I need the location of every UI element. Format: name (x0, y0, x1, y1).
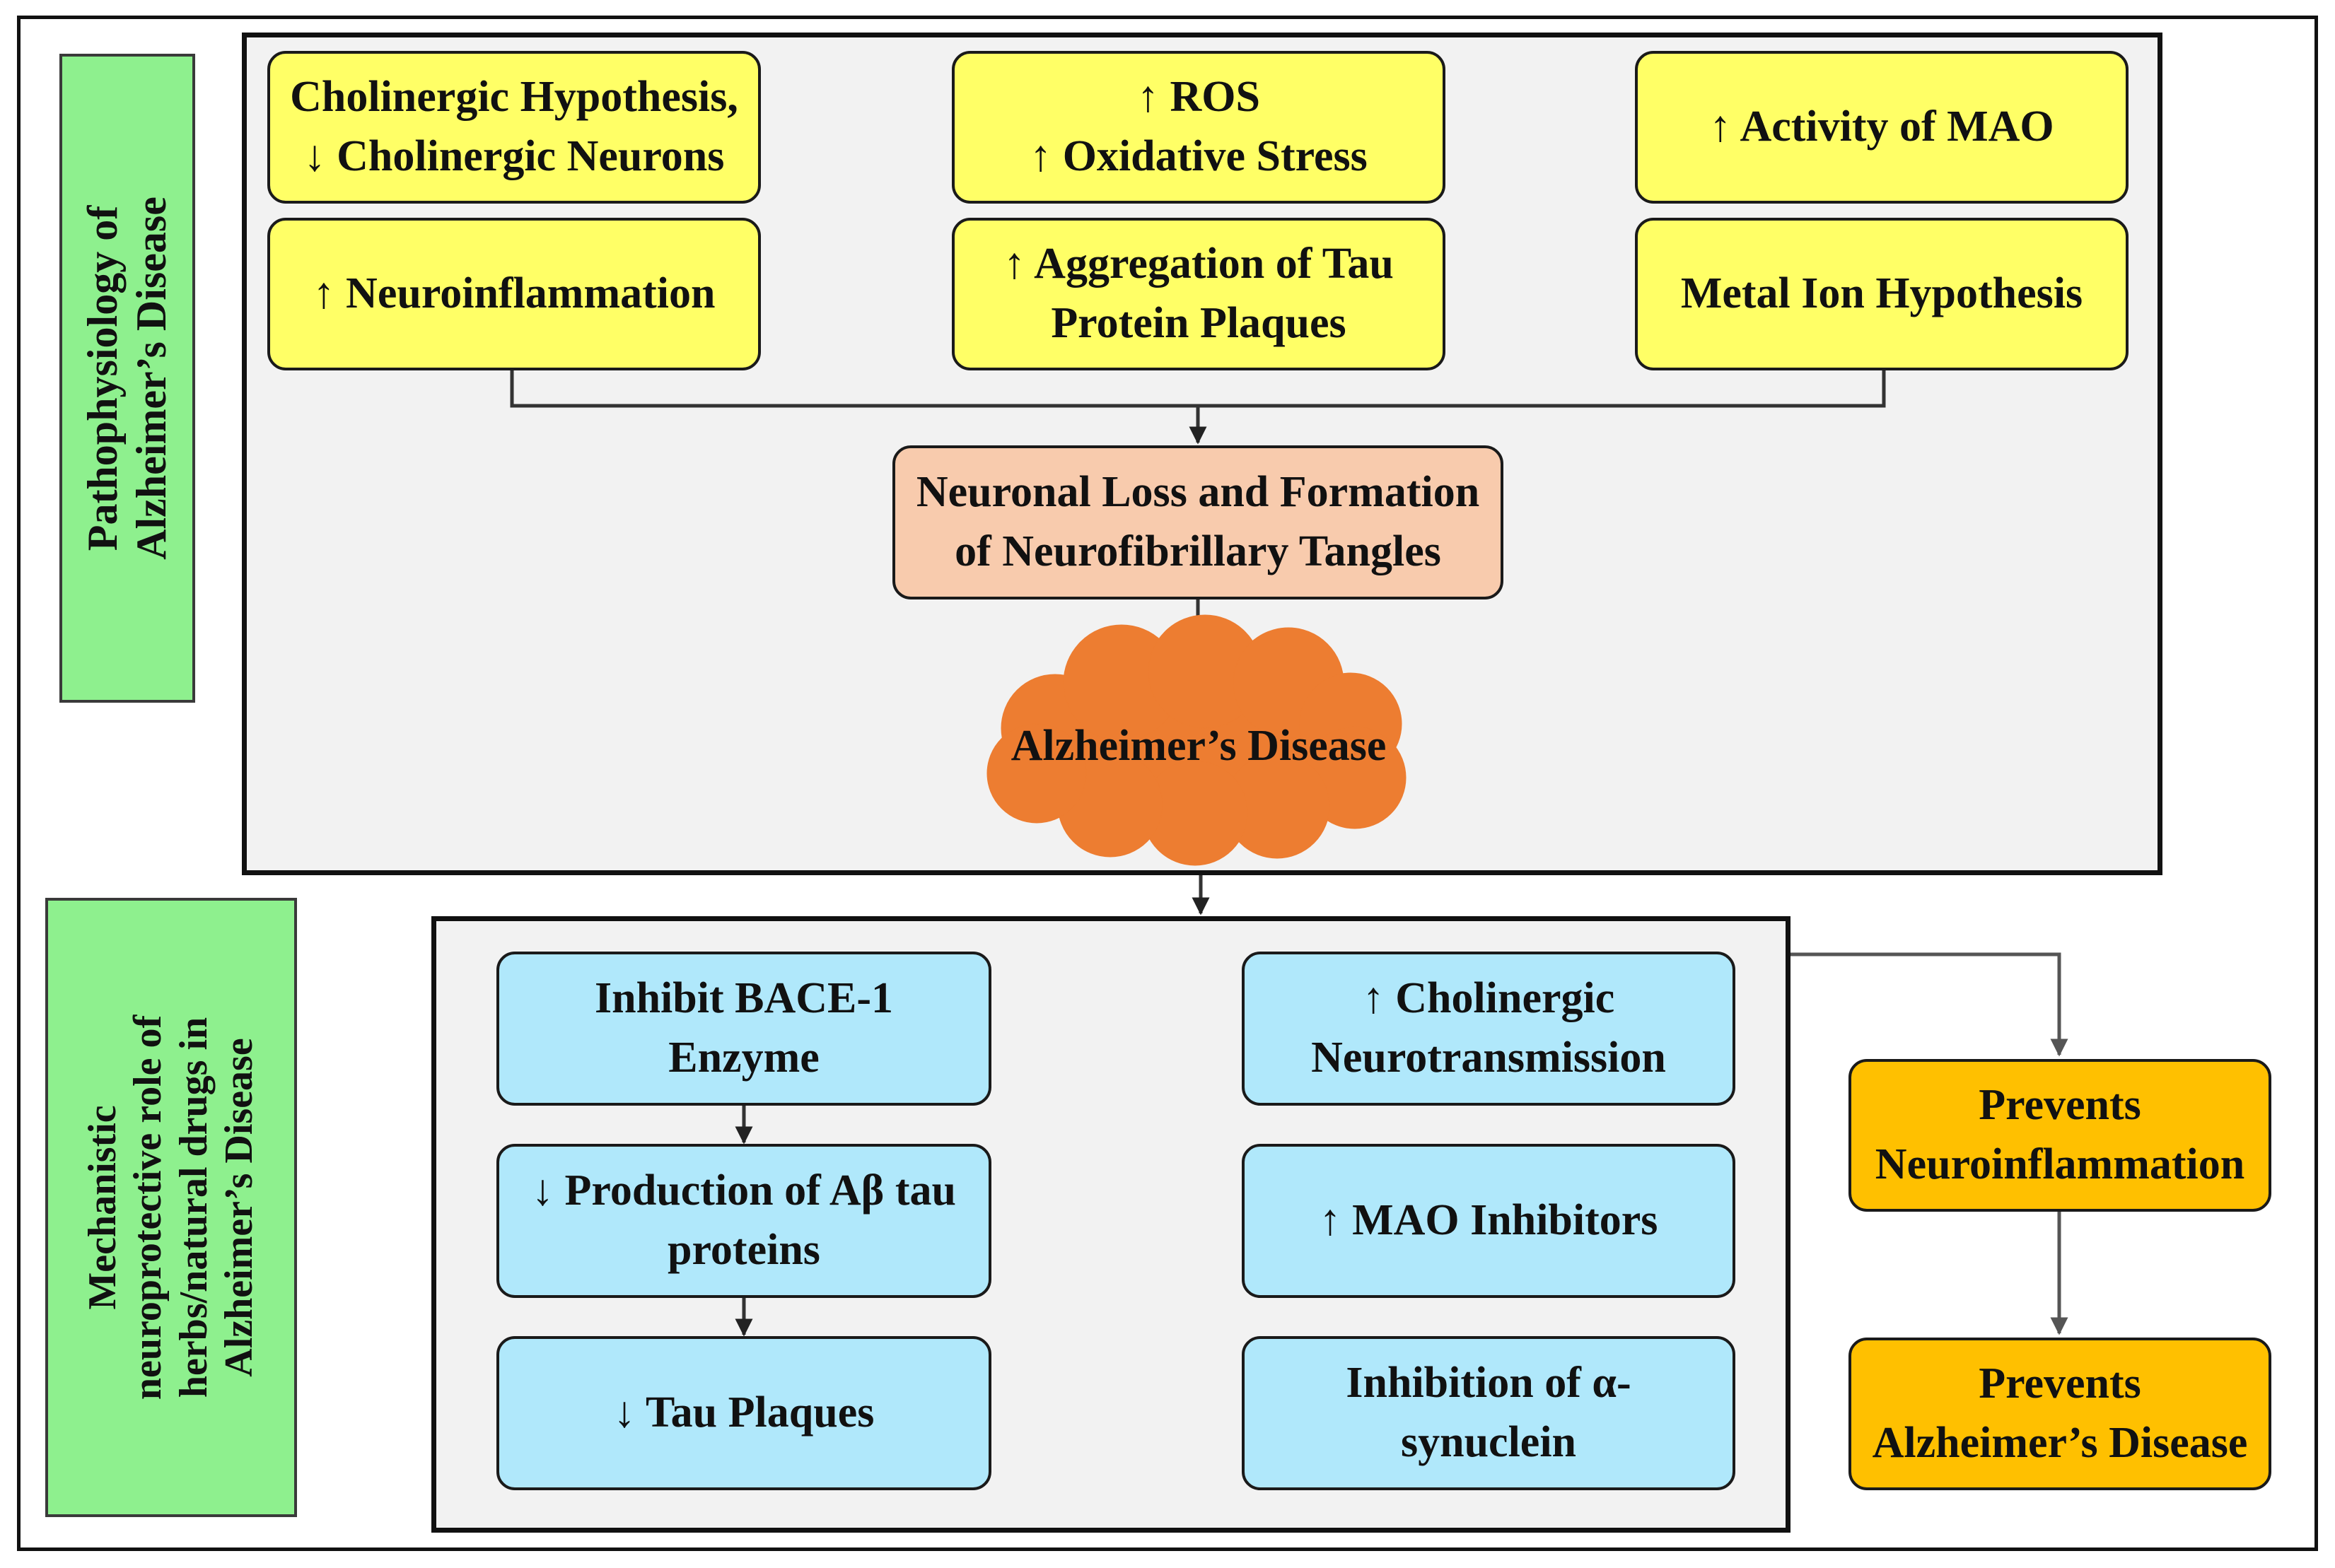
disease-cloud-icon (986, 614, 1407, 866)
factor-ros-oxidative-stress: ↑ ROS ↑ Oxidative Stress (952, 51, 1445, 204)
mao-inhibitors-line-1: ↑ MAO Inhibitors (1319, 1196, 1658, 1245)
factor-ros-line-1: ↑ ROS (1137, 73, 1260, 122)
abeta-line-2: proteins (668, 1226, 820, 1274)
synuclein-line-1: Inhibition of α- (1346, 1359, 1631, 1408)
prevents-ad-line-2: Alzheimer’s Disease (1872, 1419, 2248, 1467)
cholinergic-nt-line-2: Neurotransmission (1311, 1034, 1666, 1082)
factor-neuroinflammation-line-1: ↑ Neuroinflammation (313, 269, 716, 318)
factor-metal-ion-hypothesis: Metal Ion Hypothesis (1635, 218, 2129, 370)
mechanism-inhibit-bace1: Inhibit BACE-1 Enzyme (496, 952, 991, 1106)
mechanism-reduce-abeta-production: ↓ Production of Aβ tau proteins (496, 1144, 991, 1298)
outcome-line-2: of Neurofibrillary Tangles (955, 527, 1441, 575)
bace1-line-1: Inhibit BACE-1 (594, 974, 894, 1023)
outcome-neuronal-loss: Neuronal Loss and Formation of Neurofibr… (892, 445, 1503, 599)
arrow-panel-to-prevents-neuroinflammation (1790, 952, 2068, 1057)
factor-mao-line-1: ↑ Activity of MAO (1709, 103, 2054, 151)
prevents-alzheimers-disease: Prevents Alzheimer’s Disease (1848, 1338, 2271, 1490)
prevents-neuro-line-1: Prevents (1979, 1081, 2141, 1130)
prevents-ad-line-1: Prevents (1979, 1359, 2141, 1408)
tau-plaques-line-1: ↓ Tau Plaques (613, 1388, 875, 1437)
factor-cholinergic-hypothesis: Cholinergic Hypothesis, ↓ Cholinergic Ne… (267, 51, 761, 204)
figure-frame (17, 16, 2318, 1551)
factor-ros-line-2: ↑ Oxidative Stress (1030, 132, 1368, 180)
mechanism-cholinergic-neurotransmission: ↑ Cholinergic Neurotransmission (1242, 952, 1735, 1106)
factor-tau-aggregation: ↑ Aggregation of Tau Protein Plaques (952, 218, 1445, 370)
factor-bracket (510, 369, 1886, 408)
disease-label: Alzheimer’s Disease (1011, 721, 1387, 770)
pathophysiology-section-label: Pathophysiology of Alzheimer’s Disease (59, 54, 195, 703)
mechanism-section-label: Mechanistic neuroprotective role of herb… (45, 898, 297, 1517)
bace1-line-2: Enzyme (668, 1034, 820, 1082)
cholinergic-nt-line-1: ↑ Cholinergic (1362, 974, 1615, 1023)
factor-cholinergic-line-2: ↓ Cholinergic Neurons (303, 132, 725, 180)
factor-tau-line-2: Protein Plaques (1051, 299, 1346, 347)
synuclein-line-2: synuclein (1400, 1418, 1577, 1466)
abeta-line-1: ↓ Production of Aβ tau (532, 1166, 956, 1215)
factor-cholinergic-line-1: Cholinergic Hypothesis, (290, 73, 738, 122)
mechanism-mao-inhibitors: ↑ MAO Inhibitors (1242, 1144, 1735, 1298)
factor-tau-line-1: ↑ Aggregation of Tau (1003, 240, 1394, 288)
prevents-neuroinflammation: Prevents Neuroinflammation (1848, 1059, 2271, 1212)
prevents-neuro-line-2: Neuroinflammation (1875, 1140, 2245, 1188)
outcome-line-1: Neuronal Loss and Formation (916, 468, 1480, 517)
mechanism-reduce-tau-plaques: ↓ Tau Plaques (496, 1336, 991, 1490)
factor-neuroinflammation: ↑ Neuroinflammation (267, 218, 761, 370)
mechanism-inhibit-alpha-synuclein: Inhibition of α- synuclein (1242, 1336, 1735, 1490)
factor-mao-activity: ↑ Activity of MAO (1635, 51, 2129, 204)
factor-metal-ion-line-1: Metal Ion Hypothesis (1680, 269, 2083, 318)
